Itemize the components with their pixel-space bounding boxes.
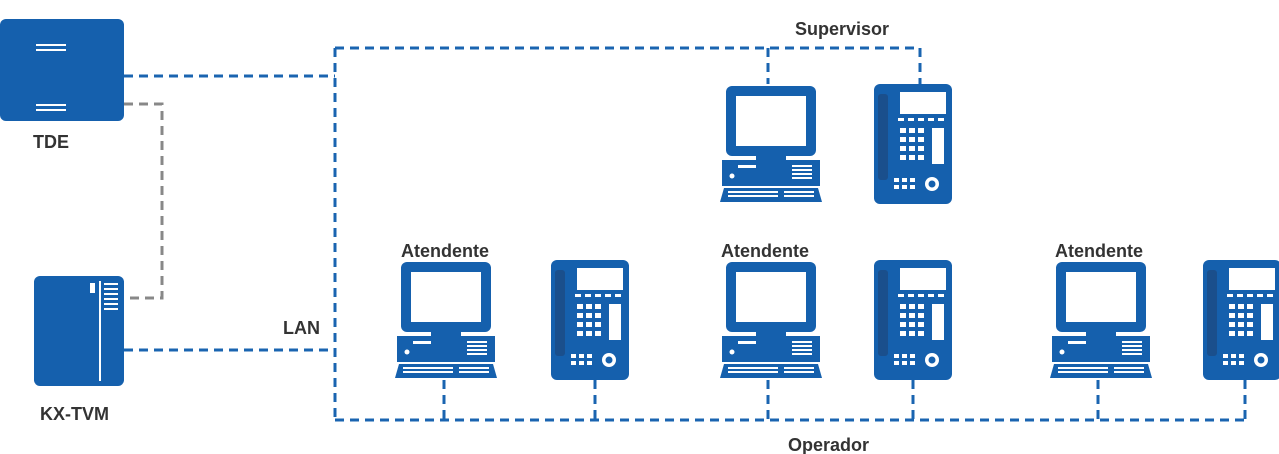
operator-label: Operador: [788, 435, 869, 454]
attendant-2-phone: [874, 260, 952, 380]
supervisor-computer: [720, 86, 822, 202]
attendant-1-phone: [551, 260, 629, 380]
tde-label: TDE: [33, 132, 69, 152]
attendant-2-computer: [720, 262, 822, 378]
supervisor-label: Supervisor: [795, 19, 889, 39]
attendant-1-computer: [395, 262, 497, 378]
attendant-3-phone: [1203, 260, 1279, 380]
kx-tvm-unit: [34, 276, 124, 386]
attendant-3-computer: [1050, 262, 1152, 378]
attendant-3-label: Atendente: [1055, 241, 1143, 261]
supervisor-phone: [874, 84, 952, 204]
attendant-1-label: Atendente: [401, 241, 489, 261]
attendant-2-label: Atendente: [721, 241, 809, 261]
lan-lines: [124, 46, 1247, 422]
tde-unit: [0, 19, 124, 121]
lan-label: LAN: [283, 318, 320, 338]
tde-kxtvm-link: [124, 102, 164, 300]
kx-tvm-label: KX-TVM: [40, 404, 109, 424]
